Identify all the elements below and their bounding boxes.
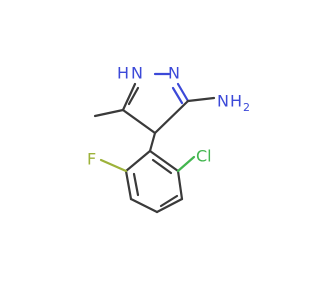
molecule-diagram: H N N N H 2 F Cl — [87, 63, 250, 214]
bond-pyrazole-double-left — [127, 86, 140, 106]
atom-nh2-h: H — [230, 92, 242, 111]
atom-nh2-n: N — [217, 92, 229, 111]
bond-benzene-3 — [129, 197, 159, 214]
bond-benzene-6 — [148, 149, 180, 173]
molecule-structure: H N N N H 2 F Cl — [87, 64, 250, 214]
bond-pyrazole-c3-c4 — [153, 99, 190, 135]
bond-benzene-2 — [124, 169, 133, 201]
bond-benzene-double-1 — [132, 172, 140, 197]
atom-nh2-subscript: 2 — [243, 101, 250, 114]
bond-amino — [186, 96, 216, 103]
atom-nh-h: H — [117, 64, 129, 83]
bond-benzene-1 — [124, 149, 152, 173]
bond-aryl-link — [148, 131, 157, 153]
bond-fluoro — [99, 158, 128, 173]
atom-n2: N — [168, 64, 180, 83]
bond-benzene-double-2 — [159, 194, 179, 208]
bond-pyrazole-c4-c5 — [121, 108, 157, 135]
atom-fluorine: F — [87, 150, 96, 169]
bond-benzene-4 — [155, 197, 184, 214]
atom-n1: N — [131, 64, 143, 83]
bond-chloro — [176, 155, 196, 173]
bond-pyrazole-n2-c3 — [176, 82, 190, 103]
bond-pyrazole-double-right — [171, 86, 184, 105]
bond-benzene-5 — [176, 169, 184, 201]
bond-pyrazole-c5-n1 — [121, 82, 137, 112]
atom-chlorine: Cl — [196, 147, 212, 166]
bond-benzene-double-3 — [151, 158, 173, 175]
bond-methyl — [93, 108, 125, 118]
